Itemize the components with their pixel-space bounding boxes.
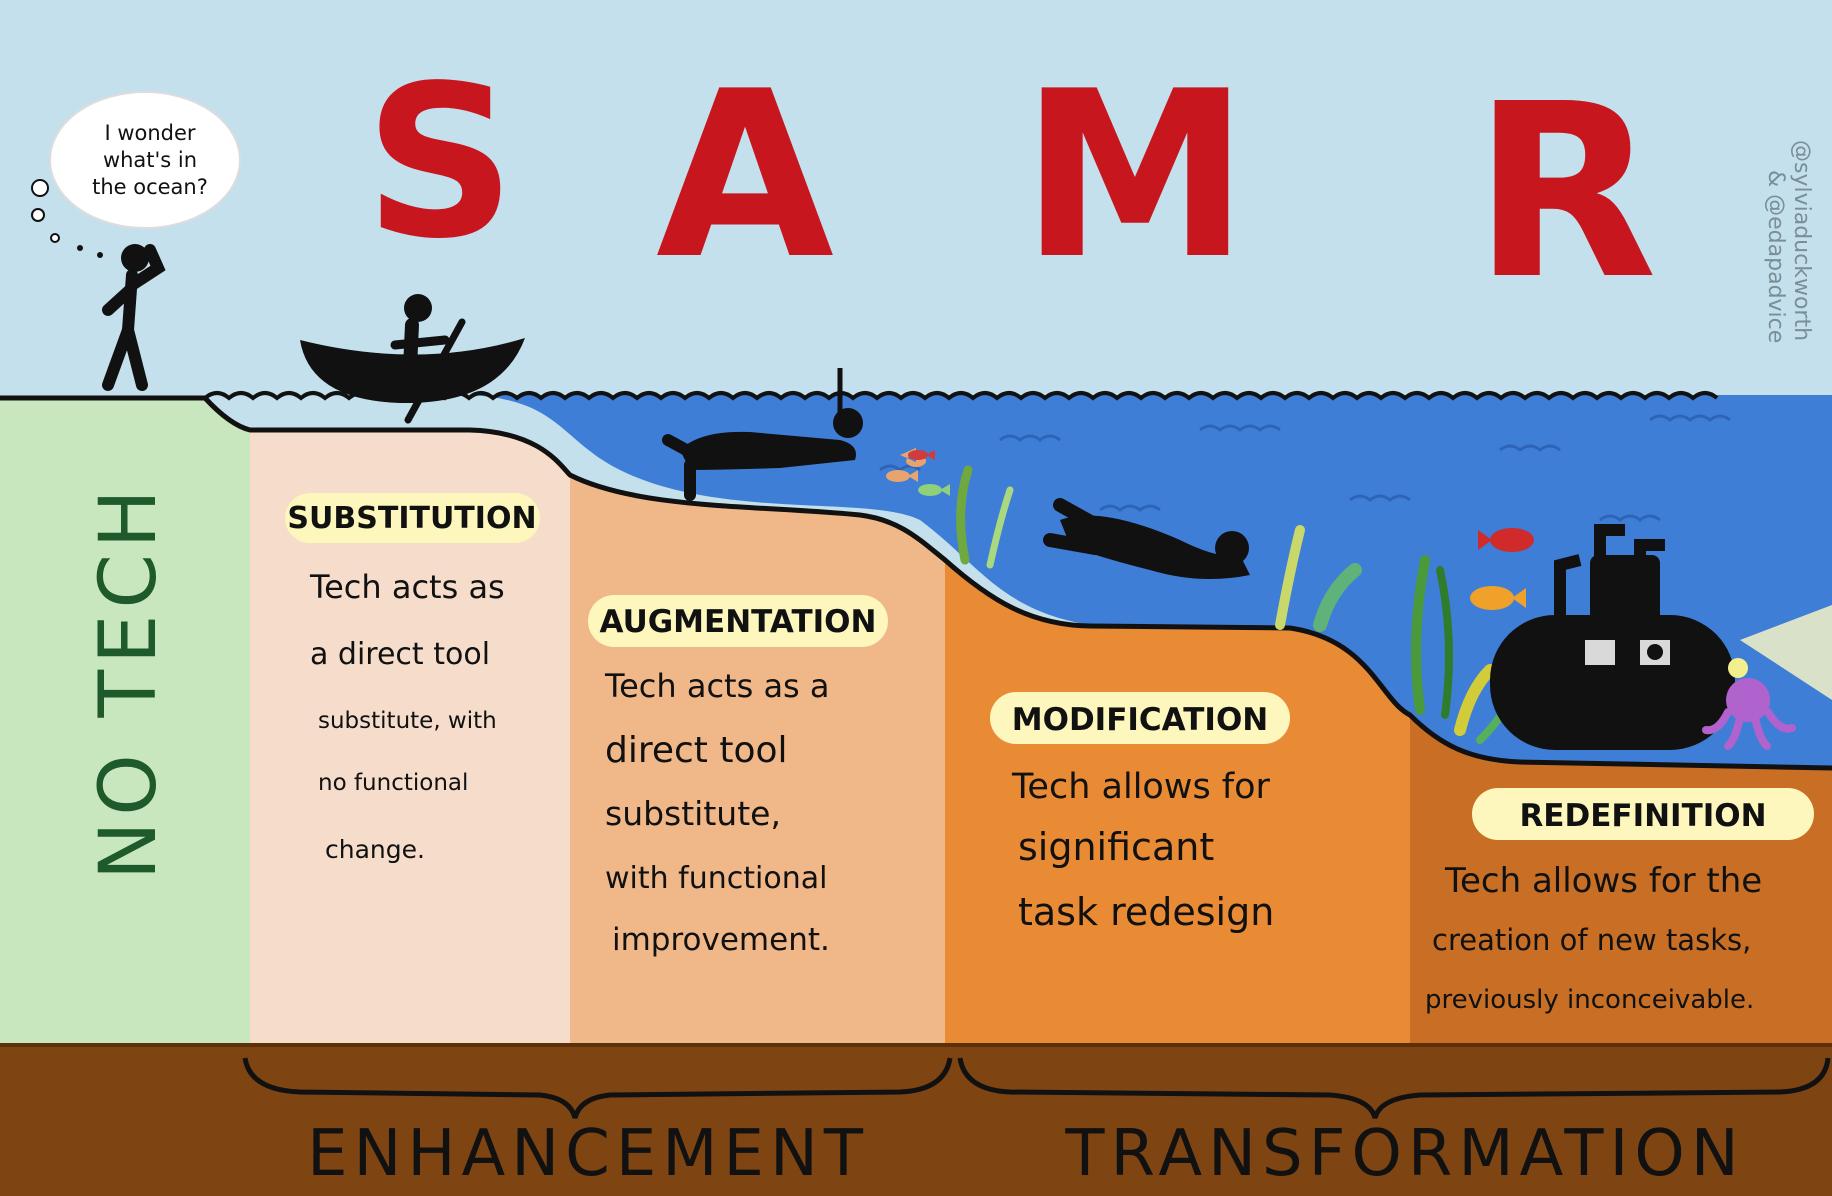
augmentation-stage: AUGMENTATION Tech acts as a direct tool … — [588, 595, 888, 958]
land-outline — [0, 395, 1832, 771]
no-tech-column — [0, 398, 250, 1050]
credit-line-1: @sylviaduckworth — [1789, 140, 1814, 341]
substitution-column — [250, 430, 570, 1050]
ocean — [205, 395, 1832, 775]
redefinition-desc-1: Tech allows for the — [1444, 861, 1762, 901]
scuba-diver-icon — [1043, 498, 1250, 579]
thought-line-1: I wonder — [104, 121, 195, 145]
substitution-desc-3: substitute, with — [318, 708, 497, 734]
title-letter-a: A — [656, 43, 834, 310]
augmentation-desc-2: direct tool — [605, 730, 788, 771]
title-letter-r: R — [1473, 52, 1658, 332]
substitution-label: SUBSTITUTION — [287, 501, 536, 536]
enhancement-label: ENHANCEMENT — [307, 1117, 869, 1191]
thought-line-2: what's in — [103, 148, 197, 172]
augmentation-desc-3: substitute, — [605, 794, 781, 833]
enhancement-brace — [242, 1057, 953, 1119]
substitution-desc-2: a direct tool — [310, 637, 490, 672]
substitution-desc-1: Tech acts as — [309, 568, 505, 606]
title-letter-m: M — [1021, 43, 1250, 310]
no-tech-label: NO TECH — [84, 483, 174, 880]
redefinition-label: REDEFINITION — [1519, 798, 1766, 834]
modification-desc-3: task redesign — [1018, 890, 1274, 934]
snorkeler-icon — [662, 368, 863, 501]
modification-stage: MODIFICATION Tech allows for significant… — [990, 692, 1290, 934]
augmentation-desc-5: improvement. — [612, 922, 830, 958]
ground — [0, 1045, 1832, 1196]
fish-icons — [886, 448, 1534, 610]
substitution-stage: SUBSTITUTION Tech acts as a direct tool … — [285, 493, 540, 864]
redefinition-stage: REDEFINITION Tech allows for the creatio… — [1425, 788, 1814, 1015]
canoe-paddler-icon — [300, 294, 525, 424]
transformation-brace — [957, 1057, 1831, 1119]
augmentation-label: AUGMENTATION — [600, 604, 877, 640]
modification-column — [945, 560, 1410, 1050]
seaweed-icons — [956, 465, 1514, 744]
modification-desc-1: Tech allows for — [1011, 767, 1271, 807]
substitution-desc-4: no functional — [318, 770, 468, 796]
thought-line-3: the ocean? — [92, 175, 208, 199]
augmentation-desc-1: Tech acts as a — [604, 667, 830, 705]
submarine-icon — [1490, 524, 1832, 750]
credit-line-2: & @edapadvice — [1763, 170, 1788, 343]
credit: @sylviaduckworth & @edapadvice — [1763, 140, 1814, 343]
standing-person-icon — [102, 244, 166, 391]
transformation-label: TRANSFORMATION — [1064, 1117, 1744, 1191]
redefinition-desc-2: creation of new tasks, — [1432, 923, 1751, 957]
thought-bubble: I wonder what's in the ocean? — [31, 91, 241, 258]
title-letter-s: S — [364, 40, 515, 285]
substitution-desc-5: change. — [325, 835, 425, 864]
augmentation-desc-4: with functional — [605, 861, 827, 896]
modification-desc-2: significant — [1018, 825, 1214, 869]
octopus-icon — [1702, 678, 1796, 750]
modification-label: MODIFICATION — [1012, 702, 1269, 738]
redefinition-desc-3: previously inconceivable. — [1425, 985, 1754, 1015]
